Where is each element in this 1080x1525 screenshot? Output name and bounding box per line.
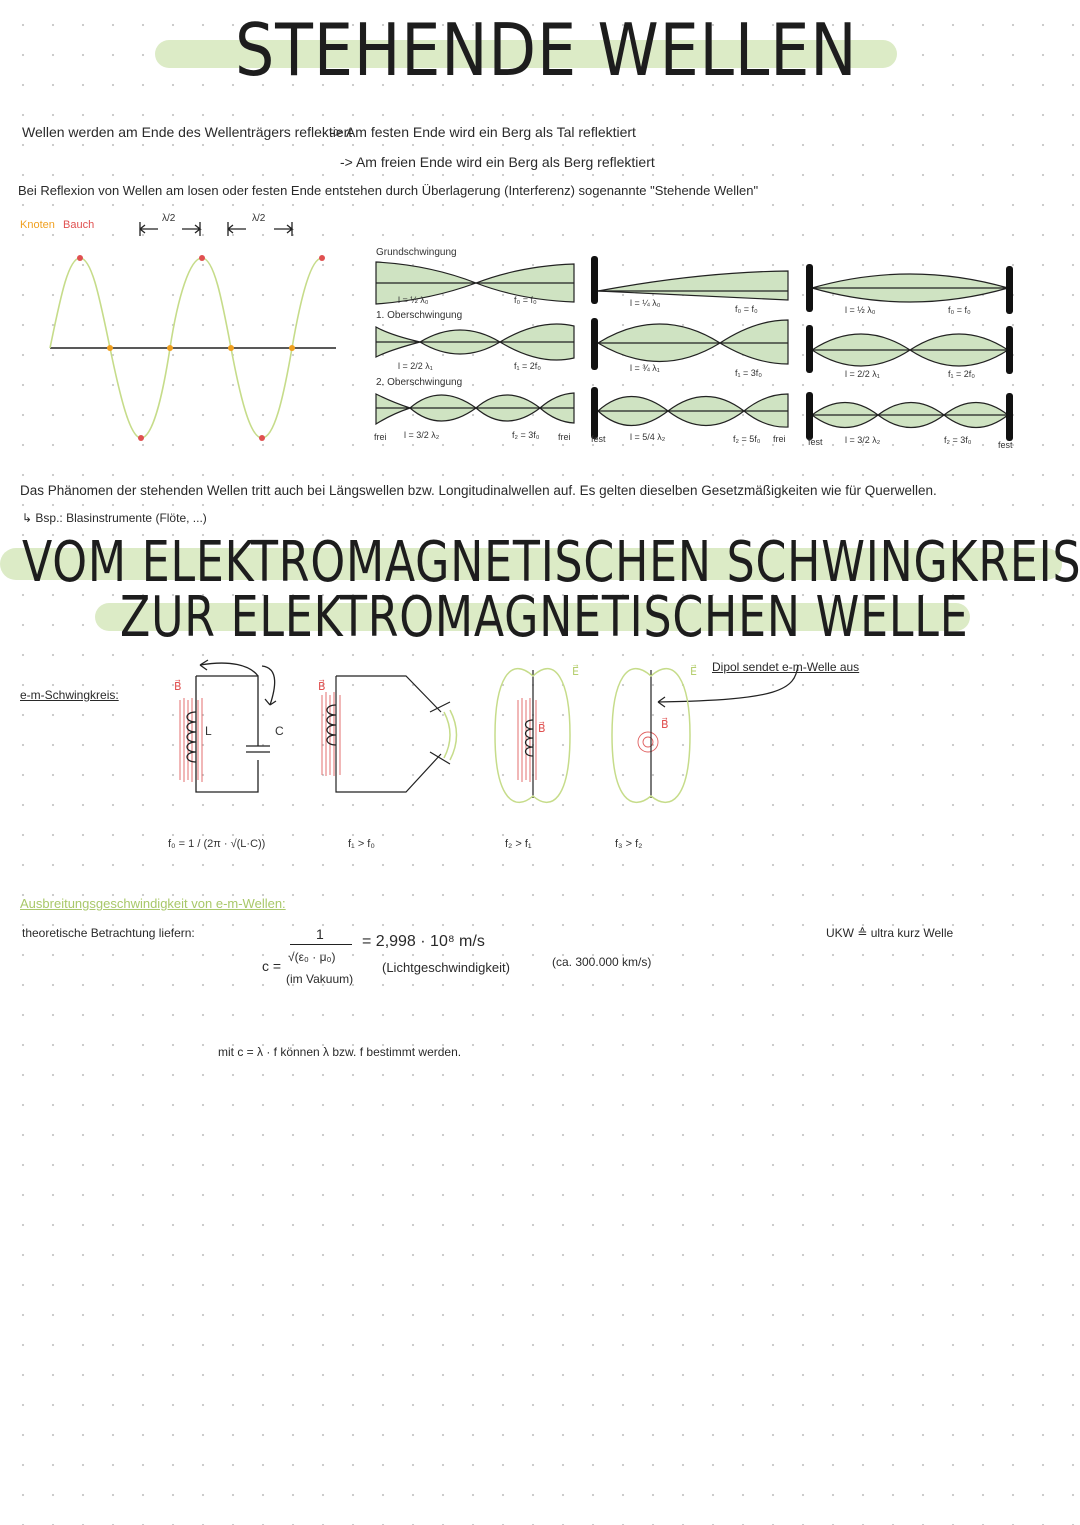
mode-length: l = 3/2 λ₂ [845,435,881,445]
approx-note: (ca. 300.000 km/s) [552,955,652,969]
lc-circuit [195,659,277,793]
text-line: Wellen werden am Ende des Wellenträgers … [22,124,353,140]
text-line: -> Am festen Ende wird ein Berg als Tal … [330,124,636,140]
section-heading: Ausbreitungsgeschwindigkeit von e-m-Well… [20,896,286,911]
section-title: VOM ELEKTROMAGNETISCHEN SCHWINGKREIS [22,530,1080,595]
end-label: frei [374,432,387,442]
c-equals: c = [262,958,282,974]
page-title: STEHENDE WELLEN [235,8,858,92]
mode-length: l = 3/2 λ₂ [404,430,440,440]
example: ↳ Bsp.: Blasinstrumente (Flöte, ...) [22,511,207,525]
speed-value: = 2,998 · 10⁸ m/s [362,933,485,950]
half-wavelength-label: λ/2 [162,213,176,224]
title-highlight [95,603,970,631]
end-label: frei [773,434,786,444]
mode-freq: f₂ = 5f₀ [733,434,761,444]
formula: f₃ > f₂ [615,838,643,850]
row-label: 1. Oberschwingung [376,310,463,321]
mode-freq: f₁ = 2f₀ [514,361,542,371]
mode-length: l = 2/2 λ₁ [845,369,880,379]
title-highlight [155,40,897,68]
mode-length: l = ¾ λ₁ [630,363,660,373]
formula: f₂ > f₁ [505,838,532,850]
capacitor-label: C [275,724,284,738]
end-label: fest [998,440,1013,450]
mode-freq: f₁ = 3f₀ [735,368,763,378]
text-line: Bei Reflexion von Wellen am losen oder f… [18,183,759,198]
text-line: -> Am freien Ende wird ein Berg als Berg… [340,154,655,170]
circuit-label: e-m-Schwingkreis: [20,688,119,702]
intro-text: theoretische Betrachtung liefern: [22,926,195,940]
section-title: ZUR ELEKTROMAGNETISCHEN WELLE [120,585,969,650]
speed-note: (Lichtgeschwindigkeit) [382,960,510,975]
mode-diagrams [375,261,1011,428]
end-label: fest [591,434,606,444]
mode-length: l = ½ λ₀ [398,295,429,305]
magnetic-field-lines [179,692,659,782]
coils [186,664,799,798]
mode-freq: f₀ = f₀ [514,295,537,305]
end-label: frei [558,432,571,442]
mode-freq: f₂ = 3f₀ [512,430,540,440]
row-label: 2. Oberschwingung [376,377,463,388]
e-field-label: E⃗ [690,666,697,678]
fixed-end-bars [591,256,1013,441]
vacuum-note: (im Vakuum) [286,972,354,986]
paragraph: Das Phänomen der stehenden Wellen tritt … [20,483,937,498]
mode-freq: f₀ = f₀ [948,305,971,315]
dipole-note: Dipol sendet e-m-Welle aus [712,660,860,674]
legend-node: Knoten [20,219,55,231]
inductor-label: L [205,724,212,738]
half-wavelength-arrows [139,222,294,236]
legend-antinode: Bauch [63,219,95,231]
electric-field-lines [443,668,691,804]
half-wavelength-label: λ/2 [252,213,266,224]
mode-length: l = 5/4 λ₂ [630,432,666,442]
formula: f₁ > f₀ [348,838,375,850]
fraction-numerator: 1 [316,926,324,942]
b-field-label: B⃗ [538,723,546,735]
b-field-label: B⃗ [318,681,326,693]
mode-freq: f₁ = 2f₀ [948,369,976,379]
mode-length: l = ¼ λ₀ [630,298,661,308]
relation-text: mit c = λ · f können λ bzw. f bestimmt w… [218,1045,462,1059]
ukw-note: UKW ≙ ultra kurz Welle [826,926,954,940]
row-label: Grundschwingung [376,247,457,258]
mode-length: l = 2/2 λ₁ [398,361,433,371]
fraction-bar [290,944,352,945]
fraction-denominator: √(ε₀ · μ₀) [288,950,336,964]
e-field-label: E⃗ [572,666,579,678]
node-dots [107,345,295,351]
mode-freq: f₀ = f₀ [735,304,758,314]
title-highlight [0,548,1062,580]
standing-wave-sketch [49,255,336,441]
antinode-dots [77,255,325,441]
mode-length: l = ½ λ₀ [845,305,876,315]
end-label: fest [808,437,823,447]
formula: f₀ = 1 / (2π · √(L·C)) [168,838,266,850]
b-field-label: B⃗ [661,719,669,731]
mode-freq: f₂ = 3f₀ [944,435,972,445]
b-field-label: B⃗ [174,681,182,693]
